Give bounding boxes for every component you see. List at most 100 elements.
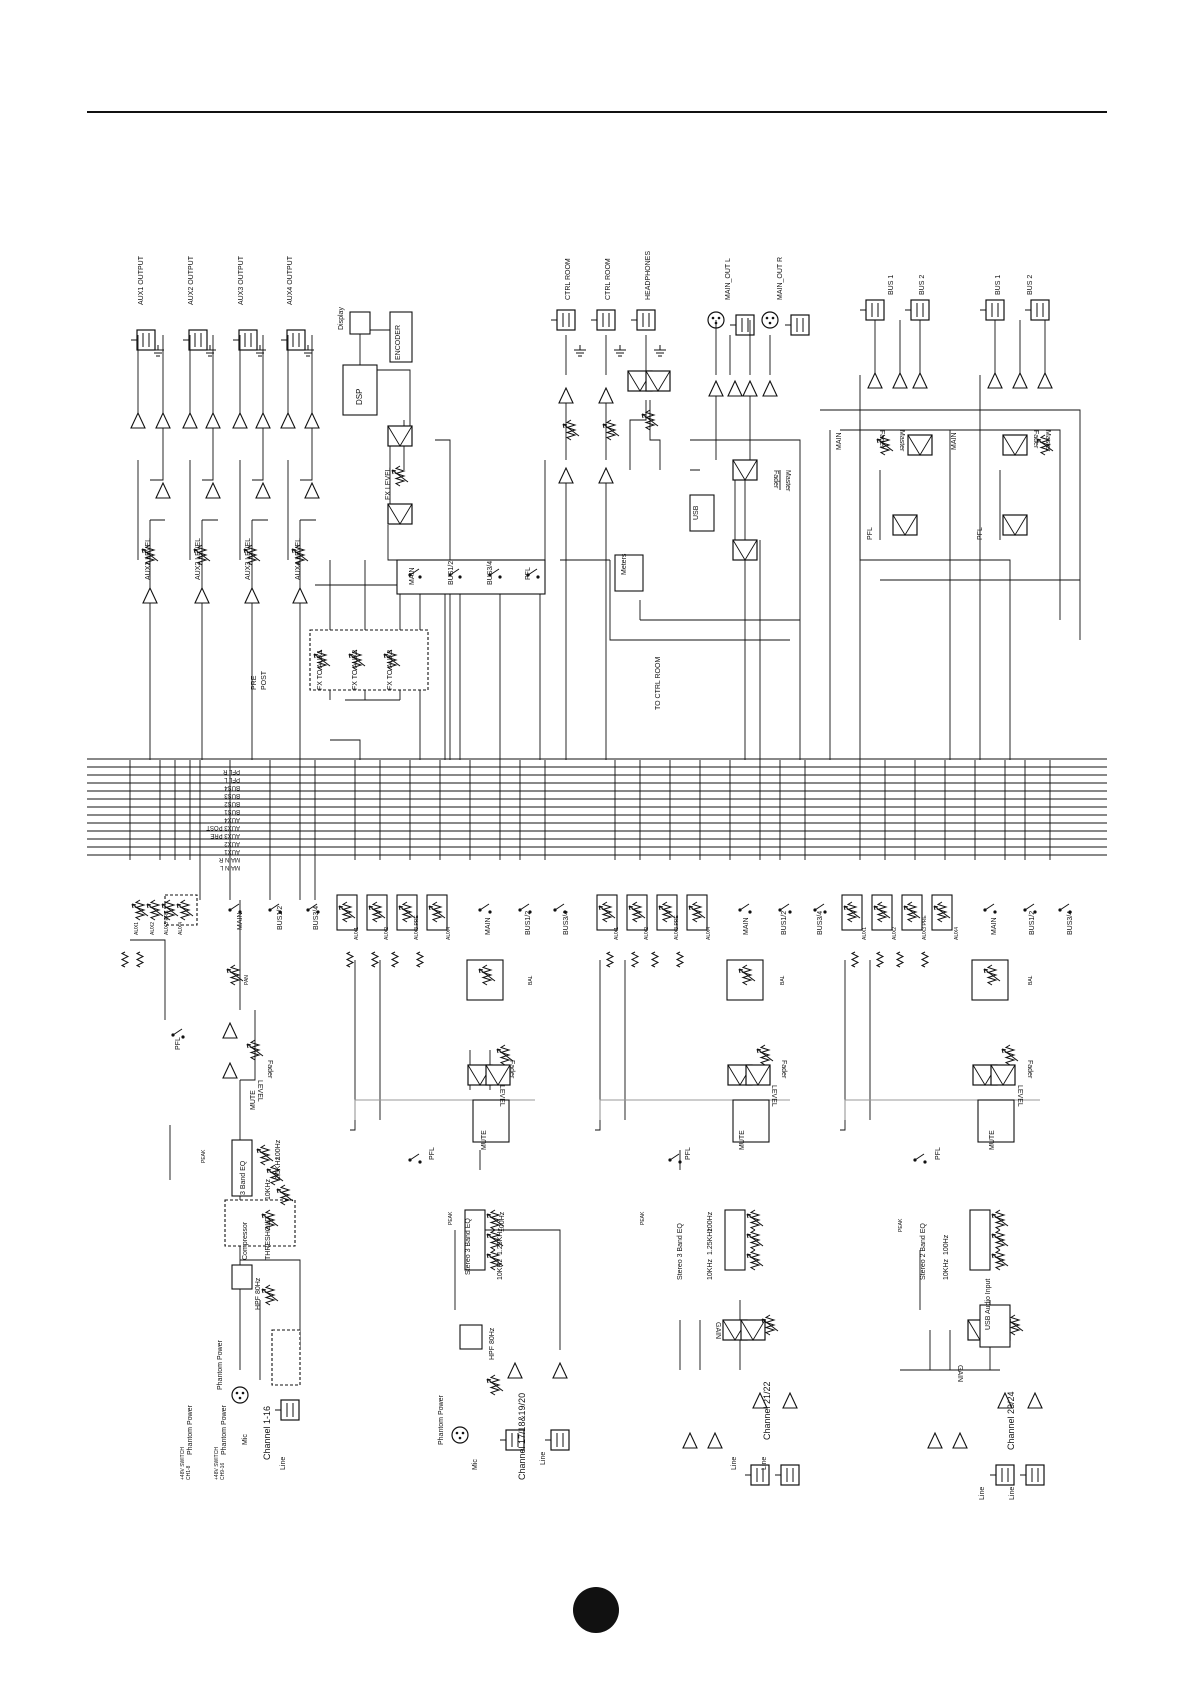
- phantom-switch-1-ch: CH1-8: [186, 1465, 192, 1480]
- ch21-vca-icon: [745, 1064, 771, 1086]
- ch17-vca-icon: [485, 1064, 511, 1086]
- ctrl-room-1-label: CTRL ROOM: [565, 258, 572, 300]
- output-amp-icon: [304, 412, 320, 429]
- aux-amp-icon: [205, 482, 221, 499]
- ch17-eq-label: Stereo 3 Band EQ: [465, 1218, 472, 1275]
- ch1-hpf-label: HPF 80Hz: [255, 1277, 262, 1310]
- ch1-gain-pot: [261, 1284, 279, 1306]
- ch21-mute-label: MUTE: [739, 1130, 746, 1150]
- main-vca-icon: [732, 459, 758, 481]
- ch23-peak-label: PEAK: [898, 1218, 904, 1232]
- ch17-eq-block: [464, 1209, 486, 1271]
- ch21-level-label: LEVEL: [770, 1085, 777, 1107]
- bus-a-fader-label: Fader: [878, 430, 885, 449]
- main-out-r-jack: [784, 314, 810, 336]
- bus-amp-icon: [912, 372, 928, 389]
- ctrl-room-jack: [550, 309, 576, 331]
- ch23-route-switch-icon: [982, 903, 998, 915]
- ch23-eq-hi-label: 10KHz: [943, 1258, 950, 1280]
- bus1-b-label: BUS 1: [995, 275, 1002, 295]
- ch21-pfl-label: PFL: [685, 1147, 692, 1160]
- ch23-eq-pot: [991, 1229, 1009, 1251]
- to-ctrl-room-label: TO CTRL ROOM: [655, 657, 662, 710]
- ch1-main-label: MAIN: [237, 913, 244, 931]
- ch1-eq-mid-label: 2.5KHz: [275, 1157, 282, 1180]
- ch1-peak-label: PEAK: [201, 1149, 207, 1163]
- aux3-level-label: AUX3 LEVEL: [245, 538, 252, 580]
- ch21-bal-label: BAL: [780, 975, 786, 985]
- resistor-icon: [676, 951, 684, 968]
- bus-a-master-label: Master: [898, 430, 905, 452]
- aux4-output-label: AUX4 OUTPUT: [287, 255, 294, 305]
- bus-name-label: PFL R: [223, 768, 240, 774]
- resistor-icon: [606, 951, 614, 968]
- headphones-label: HEADPHONES: [645, 251, 652, 300]
- main-vca-icon: [732, 539, 758, 561]
- ch17-eq-mid-label: 1.25KHz: [497, 1228, 504, 1255]
- bus-name-label: PFL L: [224, 776, 240, 782]
- encoder-block: [389, 311, 413, 363]
- ch21-fader-label: Fader: [780, 1060, 787, 1079]
- fx-vca-icon: [387, 503, 413, 525]
- resistor-icon: [121, 951, 129, 968]
- bus-name-label: BUS1: [224, 808, 240, 814]
- ground-icon: [653, 344, 667, 357]
- ch1-mic-label: Mic: [242, 1434, 249, 1445]
- ch17-peak-label: PEAK: [448, 1211, 454, 1225]
- ch17-line-amp-icon: [552, 1362, 568, 1379]
- resistor-icon: [851, 951, 859, 968]
- ch23-in-amp-icon: [927, 1432, 943, 1449]
- bus-output-jack: [904, 299, 930, 321]
- fx-to-aux2-label: FX TO AUX2: [352, 650, 359, 690]
- resistor-icon: [651, 951, 659, 968]
- main-out-r-label: MAIN_OUT R: [777, 257, 784, 300]
- usb-block: [689, 494, 715, 532]
- ch17-main-label: MAIN: [485, 918, 492, 936]
- ch1-pan-pot: [226, 964, 244, 986]
- ch1-mic-xlr: [231, 1386, 249, 1404]
- meters-block: [614, 554, 644, 592]
- bus-name-label: BUS4: [224, 784, 240, 790]
- bus-name-label: AUX1: [224, 848, 240, 854]
- ch23-aux2-label: AUX2: [892, 927, 898, 940]
- ch1-threshold-label: THRESHOLD: [265, 1217, 272, 1260]
- ch21-eq-pot: [746, 1229, 764, 1251]
- ch17-line-label: Line: [540, 1452, 547, 1465]
- ch17-mute-block: [472, 1099, 510, 1143]
- output-amp-icon: [155, 412, 171, 429]
- resistor-icon: [876, 951, 884, 968]
- ch23-vca-icon: [990, 1064, 1016, 1086]
- ch1-eq-pot: [256, 1144, 274, 1166]
- bus-amp-icon: [867, 372, 883, 389]
- fx-level-pot: [391, 465, 409, 487]
- fx-bus34-label: BUS3/4: [487, 561, 494, 585]
- ch1-aux-pot: [131, 899, 149, 921]
- ch21-line-1-label: Line: [731, 1457, 738, 1470]
- ch1-eq-hi-label: 10KHz: [265, 1178, 272, 1200]
- aux-amp-icon: [255, 482, 271, 499]
- aux2-level-label: AUX2 LEVEL: [195, 538, 202, 580]
- ctrl-room-jack: [630, 309, 656, 331]
- fx-to-aux-block: [309, 629, 429, 691]
- ch21-eq-lo-label: 100Hz: [707, 1211, 714, 1232]
- main-master-label: Master: [784, 470, 791, 492]
- ch23-line-amp-icon: [1027, 1392, 1043, 1409]
- ch23-fader-label: Fader: [1026, 1060, 1033, 1079]
- ch23-level-label: LEVEL: [1016, 1085, 1023, 1107]
- ch21-aux2-label: AUX2: [644, 927, 650, 940]
- ch21-bus34-label: BUS3/4: [817, 911, 824, 935]
- fx-routing-block: [396, 559, 546, 595]
- ch1-bus34-label: BUS3/4: [313, 906, 320, 930]
- ch1-compressor-block: [224, 1199, 296, 1247]
- aux-output-jack: [232, 329, 258, 351]
- ch1-level-label: LEVEL: [256, 1080, 263, 1102]
- encoder-label: ENCODER: [395, 325, 402, 360]
- aux-amp-icon: [304, 482, 320, 499]
- ch17-fader-label: Fader: [508, 1060, 515, 1079]
- ch21-mute-block: [732, 1099, 770, 1143]
- aux-sum-amp-icon: [292, 587, 308, 604]
- ch17-hpf-block: [459, 1324, 483, 1350]
- channel-1-16-name: Channel 1-16: [262, 1406, 272, 1460]
- ch1-pan-label: PAN: [244, 975, 250, 985]
- ch21-eq-hi-label: 10KHz: [707, 1258, 714, 1280]
